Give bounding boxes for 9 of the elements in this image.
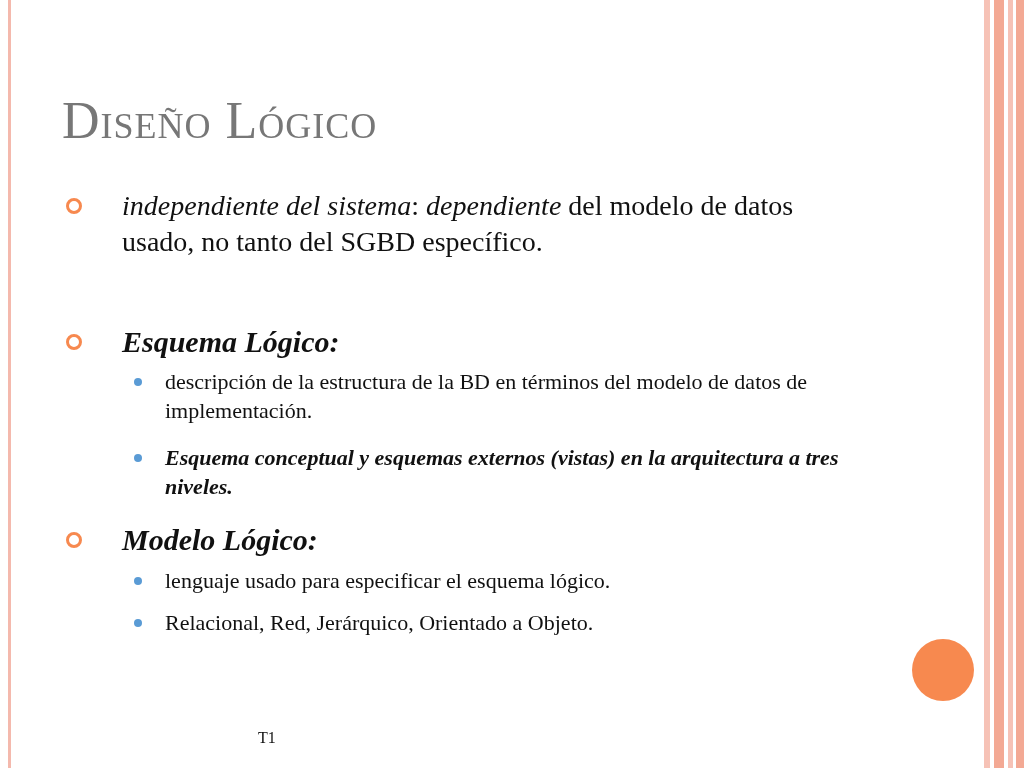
bullet-text: Esquema conceptual y esquemas externos (vistas) en la arquitectura a tres niveles. <box>165 444 840 501</box>
heading-text: Modelo Lógico: <box>122 522 319 558</box>
slide-title: Diseño Lógico <box>62 92 378 150</box>
bullet-text: Relacional, Red, Jerárquico, Orientado a Objeto. <box>165 609 595 637</box>
bullet-text: lenguaje usado para especificar el esquema lógico. <box>165 567 612 595</box>
heading-text: Esquema Lógico: <box>122 324 341 360</box>
footer-text: T1 <box>258 728 277 748</box>
bullet-text: descripción de la estructura de la BD en términos del modelo de datos de implementación. <box>165 368 809 425</box>
bullet-text: independiente del sistema: dependiente del modelo de datos usado, no tanto del SGBD específico. <box>122 189 795 260</box>
